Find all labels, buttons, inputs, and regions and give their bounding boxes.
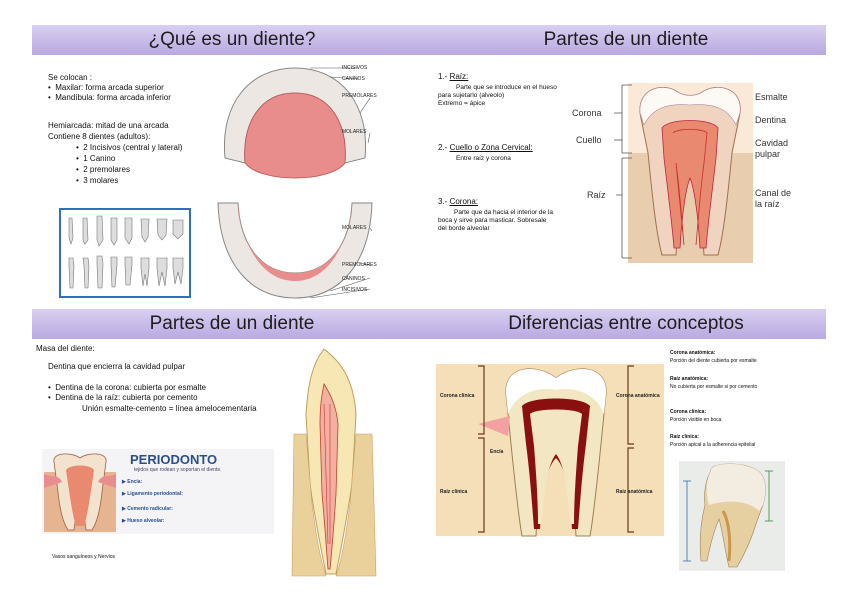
- slide-title: Diferencias entre conceptos: [426, 309, 826, 339]
- slide-que-es-un-diente: ¿Qué es un diente? Se colocan : • Maxila…: [32, 25, 432, 310]
- label-premolares-top: PREMOLARES: [342, 93, 377, 99]
- slide-partes-de-un-diente-1: Partes de un diente 1.- Raíz: Parte que …: [426, 25, 826, 310]
- periodonto-cemento: ▶ Cemento radicular:: [122, 506, 173, 512]
- teeth-row-illustration: [68, 215, 184, 289]
- bullet-canino: • 1 Canino: [76, 154, 116, 163]
- label-raiz-fig: Raíz: [587, 190, 606, 200]
- text-contiene: Contiene 8 dientes (adultos):: [48, 132, 151, 141]
- label-corona-anatomica: Corona anatómica: [616, 393, 660, 399]
- label-de-la-raiz: la raíz: [755, 199, 780, 209]
- bullet-mandibula: • Mandíbula: forma arcada inferior: [48, 93, 171, 102]
- text-cuello: Entre raíz y corona: [456, 155, 511, 162]
- text-corona-1: Parte que da hacia el interior de la: [454, 209, 554, 216]
- periodonto-ligamento: ▶ Ligamento periodontal:: [122, 491, 183, 497]
- label-premolares-bottom: PREMOLARES: [342, 262, 377, 268]
- text-raiz-1: Parte que se introduce en el hueso: [456, 84, 557, 91]
- label-pulpar: pulpar: [755, 149, 781, 159]
- text-corona-2: boca y sirve para masticar. Sobresale: [438, 217, 547, 224]
- label-dentina: Dentina: [755, 115, 787, 125]
- slide-title: Partes de un diente: [32, 309, 432, 339]
- label-cavidad: Cavidad: [755, 138, 789, 148]
- teeth-types-image: [59, 208, 191, 298]
- periodonto-encia: ▶ Encía:: [122, 479, 143, 485]
- text-raiz-2: para sujetarlo (alveolo): [438, 92, 505, 99]
- bullet-premolares: • 2 premolares: [76, 165, 130, 174]
- periodonto-hueso: ▶ Hueso alveolar:: [122, 518, 165, 524]
- label-corona-clinica: Corona clínica: [440, 393, 475, 399]
- text-raiz-clinica: Porción apical a la adherencia epitelial: [670, 442, 756, 448]
- label-corona: Corona: [572, 108, 602, 118]
- text-raiz-3: Extremo = ápice: [438, 100, 486, 107]
- bullet-dentina-raiz: • Dentina de la raíz: cubierta por cemen…: [48, 393, 198, 402]
- text-vasos: Vasos sanguíneos y Nervios: [52, 554, 115, 560]
- heading-raiz: 1.- Raíz:: [438, 72, 469, 81]
- text-corona-3: del borde alveolar: [438, 225, 490, 232]
- slide-diferencias-entre-conceptos: Diferencias entre conceptos Corona clíni…: [426, 309, 826, 594]
- text-corona-clinica: Porción visible en boca: [670, 417, 722, 423]
- label-molares-bottom: MOLARES: [342, 225, 367, 231]
- bullet-molares: • 3 molares: [76, 176, 119, 185]
- label-canal: Canal de: [755, 188, 792, 198]
- heading-corona-clinica: Corona clínica:: [670, 409, 707, 415]
- heading-raiz-anatomica: Raíz anatómica:: [670, 376, 709, 382]
- heading-cuello: 2.- Cuello o Zona Cervical:: [438, 143, 533, 152]
- bullet-incisivos: • 2 Incisivos (central y lateral): [76, 143, 183, 152]
- text-se-colocan: Se colocan :: [48, 73, 93, 82]
- bullet-dentina-corona: • Dentina de la corona: cubierta por esm…: [48, 383, 207, 392]
- heading-raiz-clinica: Raíz clínica:: [670, 434, 699, 440]
- label-incisivos-top: INCISIVOS: [342, 65, 368, 71]
- dental-arches-illustration: [217, 67, 373, 299]
- heading-corona-anatomica: Corona anatómica:: [670, 350, 716, 356]
- slide-title: Partes de un diente: [426, 25, 826, 55]
- heading-corona: 3.- Corona:: [438, 197, 479, 206]
- text-union: Unión esmalte-cemento = línea amelocemen…: [82, 404, 257, 413]
- periodonto-subtitle: tejidos que rodean y soportan el diente.: [134, 467, 222, 473]
- text-dentina: Dentina que encierra la cavidad pulpar: [48, 362, 185, 371]
- label-raiz-clinica: Raíz clínica: [440, 489, 468, 495]
- label-esmalte: Esmalte: [755, 92, 788, 102]
- label-encia: Encía: [490, 449, 504, 455]
- label-cuello: Cuello: [576, 135, 602, 145]
- bullet-maxilar: • Maxilar: forma arcada superior: [48, 83, 164, 92]
- label-molares-top: MOLARES: [342, 129, 367, 135]
- slide-partes-de-un-diente-2: Partes de un diente Masa del diente: Den…: [32, 309, 432, 594]
- text-masa: Masa del diente:: [36, 344, 95, 353]
- label-incisivos-bottom: INCISIVOS: [342, 287, 368, 293]
- periodonto-title: PERIODONTO: [130, 452, 218, 467]
- text-raiz-anatomica: No cubierta por esmalte si por cemento: [670, 384, 758, 390]
- extracted-tooth-photo: [679, 461, 785, 571]
- periodonto-tooth-illustration: [44, 453, 116, 532]
- bracket-lines-left: [614, 84, 632, 259]
- label-caninos-top: CANINOS: [342, 76, 365, 82]
- label-raiz-anatomica: Raíz anatómica: [616, 489, 653, 495]
- text-corona-anatomica: Porción del diente cubierta por esmalte: [670, 358, 757, 364]
- text-hemiarcada: Hemiarcada: mitad de una arcada: [48, 121, 169, 130]
- tooth-longitudinal-illustration: [291, 348, 377, 577]
- label-caninos-bottom: CANINOS: [342, 276, 365, 282]
- tooth-concepts-illustration: [478, 365, 634, 537]
- slide-title: ¿Qué es un diente?: [32, 25, 432, 55]
- tooth-cross-section-illustration: [628, 83, 753, 263]
